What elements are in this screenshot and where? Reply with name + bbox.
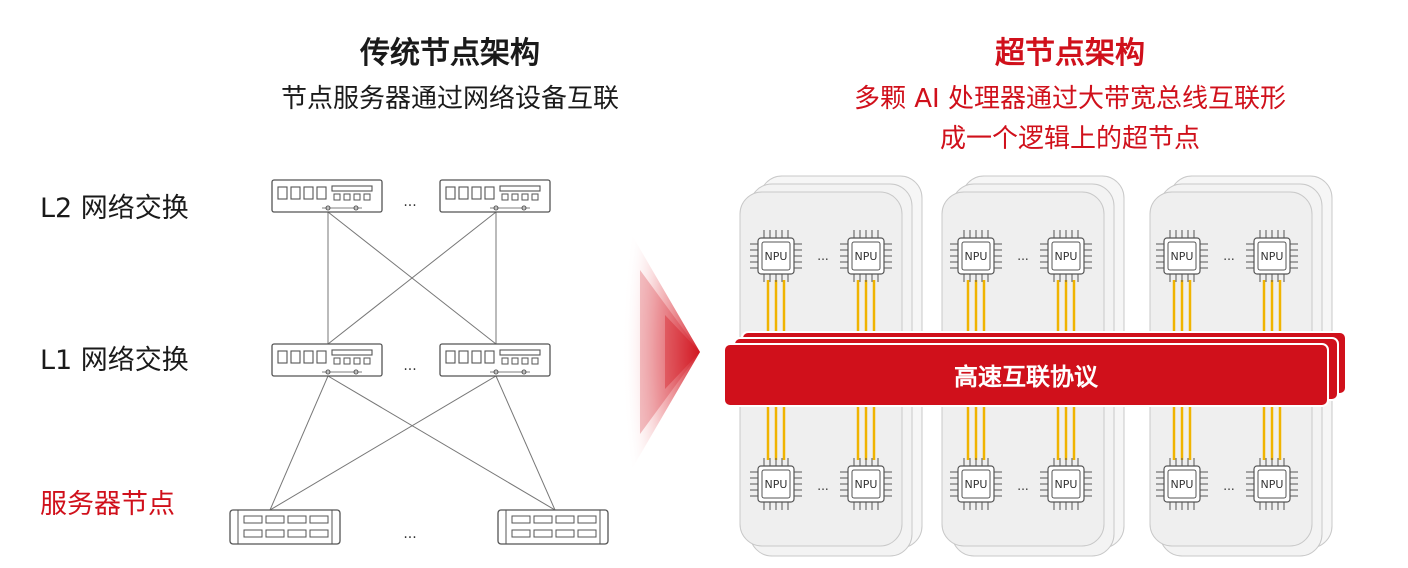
npu-chip-icon: NPU xyxy=(749,229,803,283)
npu-chip-icon: NPU xyxy=(1155,229,1209,283)
server-node-label: 服务器节点 xyxy=(40,489,175,520)
traditional-network-diagram: ... ... ... xyxy=(229,179,700,545)
svg-text:NPU: NPU xyxy=(965,250,988,263)
supernode-subtitle-line2: 成一个逻辑上的超节点 xyxy=(939,124,1200,154)
supernode-diagram: NPU ... NPU NPU ... NPU NPU ... NPU NPU … xyxy=(723,175,1347,557)
l2-switch-icon xyxy=(439,179,551,213)
svg-text:NPU: NPU xyxy=(1261,478,1284,491)
l1-switch-icon xyxy=(439,343,551,377)
bus-label: 高速互联协议 xyxy=(954,363,1099,391)
server-icon xyxy=(229,509,341,545)
svg-text:NPU: NPU xyxy=(1171,250,1194,263)
svg-text:NPU: NPU xyxy=(1055,250,1078,263)
high-speed-bus: 高速互联协议 xyxy=(723,331,1347,407)
svg-text:NPU: NPU xyxy=(765,250,788,263)
l2-ellipsis: ... xyxy=(403,194,416,210)
svg-text:NPU: NPU xyxy=(855,250,878,263)
npu-chip-icon: NPU xyxy=(749,457,803,511)
npu-ellipsis: ... xyxy=(1017,479,1028,493)
npu-chip-icon: NPU xyxy=(839,229,893,283)
npu-ellipsis: ... xyxy=(1223,479,1234,493)
npu-chip-icon: NPU xyxy=(1245,229,1299,283)
npu-ellipsis: ... xyxy=(817,249,828,263)
server-icon xyxy=(497,509,609,545)
traditional-architecture-title: 传统节点架构 xyxy=(360,36,540,71)
l1-switch-icon xyxy=(271,343,383,377)
npu-chip-icon: NPU xyxy=(1245,457,1299,511)
svg-text:NPU: NPU xyxy=(1261,250,1284,263)
npu-ellipsis: ... xyxy=(1223,249,1234,263)
network-links xyxy=(269,211,556,511)
supernode-architecture-title: 超节点架构 xyxy=(995,36,1145,71)
traditional-architecture-subtitle: 节点服务器通过网络设备互联 xyxy=(280,84,619,114)
server-ellipsis: ... xyxy=(403,526,416,542)
gold-links xyxy=(766,280,1282,460)
npu-chip-icon: NPU xyxy=(949,457,1003,511)
npu-chip-icon: NPU xyxy=(1039,229,1093,283)
npu-chip-icon: NPU xyxy=(1155,457,1209,511)
npu-chip-icon: NPU xyxy=(839,457,893,511)
supernode-subtitle-line1: 多颗 AI 处理器通过大带宽总线互联形 xyxy=(854,84,1286,114)
svg-text:NPU: NPU xyxy=(1055,478,1078,491)
l1-ellipsis: ... xyxy=(403,358,416,374)
npu-chip-icon: NPU xyxy=(1039,457,1093,511)
npu-ellipsis: ... xyxy=(1017,249,1028,263)
npu-ellipsis: ... xyxy=(817,479,828,493)
l2-switch-icon xyxy=(271,179,383,213)
npu-chip-icon: NPU xyxy=(949,229,1003,283)
svg-text:NPU: NPU xyxy=(855,478,878,491)
l1-switch-label: L1 网络交换 xyxy=(40,345,189,376)
l2-switch-label: L2 网络交换 xyxy=(40,193,189,224)
svg-text:NPU: NPU xyxy=(1171,478,1194,491)
svg-text:NPU: NPU xyxy=(765,478,788,491)
transition-arrow-icon xyxy=(622,218,700,486)
svg-text:NPU: NPU xyxy=(965,478,988,491)
